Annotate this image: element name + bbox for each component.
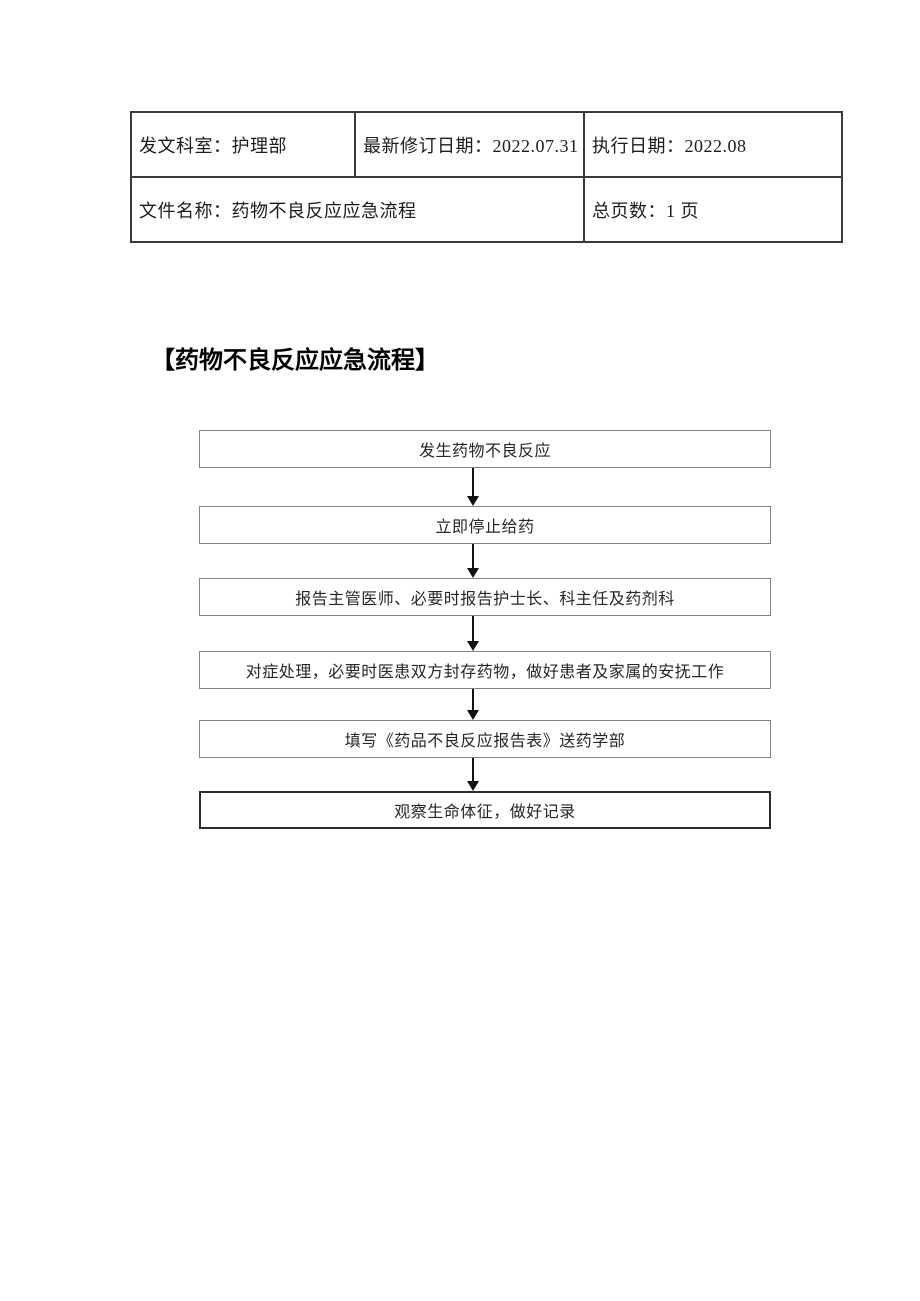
execution-date-cell: 执行日期：2022.08 — [583, 111, 843, 178]
flow-step-report: 报告主管医师、必要时报告护士长、科主任及药剂科 — [199, 578, 771, 616]
issuing-dept-cell: 发文科室：护理部 — [130, 111, 356, 178]
document-header-table: 发文科室：护理部 最新修订日期：2022.07.31 执行日期：2022.08 … — [130, 111, 843, 243]
arrow-down-icon — [467, 616, 479, 651]
arrow-head — [467, 641, 479, 651]
section-title: 【药物不良反应应急流程】 — [151, 347, 439, 374]
flow-step-fill-report-form: 填写《药品不良反应报告表》送药学部 — [199, 720, 771, 758]
total-pages-cell: 总页数：1 页 — [583, 176, 843, 243]
flow-step-occurrence: 发生药物不良反应 — [199, 430, 771, 468]
arrow-down-icon — [467, 544, 479, 578]
arrow-shaft — [472, 468, 474, 497]
arrow-head — [467, 496, 479, 506]
arrow-head — [467, 568, 479, 578]
arrow-down-icon — [467, 758, 479, 791]
flow-step-treatment: 对症处理，必要时医患双方封存药物，做好患者及家属的安抚工作 — [199, 651, 771, 689]
flow-step-stop-medication: 立即停止给药 — [199, 506, 771, 544]
arrow-shaft — [472, 689, 474, 711]
arrow-down-icon — [467, 468, 479, 506]
flow-step-observe-record: 观察生命体征，做好记录 — [199, 791, 771, 829]
arrow-head — [467, 781, 479, 791]
arrow-shaft — [472, 616, 474, 642]
file-name-cell: 文件名称：药物不良反应应急流程 — [130, 176, 585, 243]
arrow-head — [467, 710, 479, 720]
arrow-down-icon — [467, 689, 479, 720]
table-row: 文件名称：药物不良反应应急流程 总页数：1 页 — [130, 176, 843, 243]
arrow-shaft — [472, 544, 474, 569]
arrow-shaft — [472, 758, 474, 782]
table-row: 发文科室：护理部 最新修订日期：2022.07.31 执行日期：2022.08 — [130, 111, 843, 178]
revision-date-cell: 最新修订日期：2022.07.31 — [354, 111, 585, 178]
